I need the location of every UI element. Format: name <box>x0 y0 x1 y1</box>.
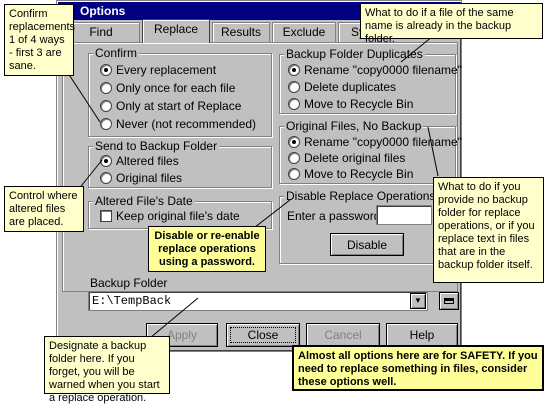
dup-recycle-label: Move to Recycle Bin <box>304 97 414 111</box>
backup-folder-combobox[interactable]: E:\TempBack <box>88 291 428 311</box>
original-no-backup-label: Original Files, No Backup <box>284 119 424 133</box>
keep-date-label: Keep original file's date <box>116 209 240 223</box>
callout-designate: Designate a backup folder here. If you f… <box>44 336 170 404</box>
confirm-start-radio[interactable] <box>100 100 112 112</box>
send-altered-label: Altered files <box>116 154 179 168</box>
keep-date-checkbox[interactable] <box>100 210 112 222</box>
orig-delete-label: Delete original files <box>304 151 406 165</box>
backup-duplicates-label: Backup Folder Duplicates <box>284 47 425 61</box>
callout-no-backup: What to do if you provide no backup fold… <box>433 177 544 283</box>
orig-recycle-radio[interactable] <box>288 168 300 180</box>
send-original-label: Original files <box>116 171 183 185</box>
dup-delete-label: Delete duplicates <box>304 80 397 94</box>
dup-rename-radio[interactable] <box>288 64 300 76</box>
password-input[interactable] <box>376 205 432 225</box>
confirm-every-label: Every replacement <box>116 63 217 77</box>
confirm-once-label: Only once for each file <box>116 81 236 95</box>
callout-duplicates: What to do if a file of the same name is… <box>360 3 543 45</box>
window-title: Options <box>58 2 460 20</box>
tab-results[interactable]: Results <box>212 22 270 42</box>
send-original-radio[interactable] <box>100 172 112 184</box>
orig-recycle-label: Move to Recycle Bin <box>304 167 414 181</box>
callout-control: Control where altered files are placed. <box>4 186 84 232</box>
disable-replace-label: Disable Replace Operations <box>284 189 438 203</box>
dup-recycle-radio[interactable] <box>288 98 300 110</box>
cancel-button[interactable]: Cancel <box>306 323 380 347</box>
callout-disable: Disable or re-enable replace operations … <box>148 226 266 272</box>
orig-rename-label: Rename "copy0000 filename" <box>304 135 462 149</box>
callout-safety: Almost all options here are for SAFETY. … <box>292 345 544 391</box>
confirm-every-radio[interactable] <box>100 64 112 76</box>
dup-rename-label: Rename "copy0000 filename" <box>304 63 462 77</box>
close-button[interactable]: Close <box>226 323 300 347</box>
help-button[interactable]: Help <box>386 323 458 347</box>
send-to-backup-label: Send to Backup Folder <box>93 139 220 153</box>
folder-browse-icon <box>444 298 454 304</box>
send-altered-radio[interactable] <box>100 155 112 167</box>
password-label: Enter a password: <box>287 209 384 223</box>
backup-folder-value: E:\TempBack <box>92 294 172 308</box>
dup-delete-radio[interactable] <box>288 81 300 93</box>
chevron-down-icon[interactable]: ▼ <box>410 293 426 309</box>
confirm-never-radio[interactable] <box>100 118 112 130</box>
confirm-start-label: Only at start of Replace <box>116 99 242 113</box>
browse-folder-button[interactable] <box>439 292 459 310</box>
confirm-group-label: Confirm <box>93 46 140 60</box>
altered-date-label: Altered File's Date <box>93 194 195 208</box>
tab-replace[interactable]: Replace <box>142 19 210 43</box>
backup-folder-label: Backup Folder <box>90 276 168 290</box>
orig-delete-radio[interactable] <box>288 152 300 164</box>
tab-exclude[interactable]: Exclude <box>272 22 336 42</box>
disable-button[interactable]: Disable <box>330 233 404 256</box>
callout-confirm: Confirm replacements 1 of 4 ways - first… <box>4 4 75 76</box>
orig-rename-radio[interactable] <box>288 136 300 148</box>
confirm-never-label: Never (not recommended) <box>116 117 257 131</box>
confirm-once-radio[interactable] <box>100 82 112 94</box>
